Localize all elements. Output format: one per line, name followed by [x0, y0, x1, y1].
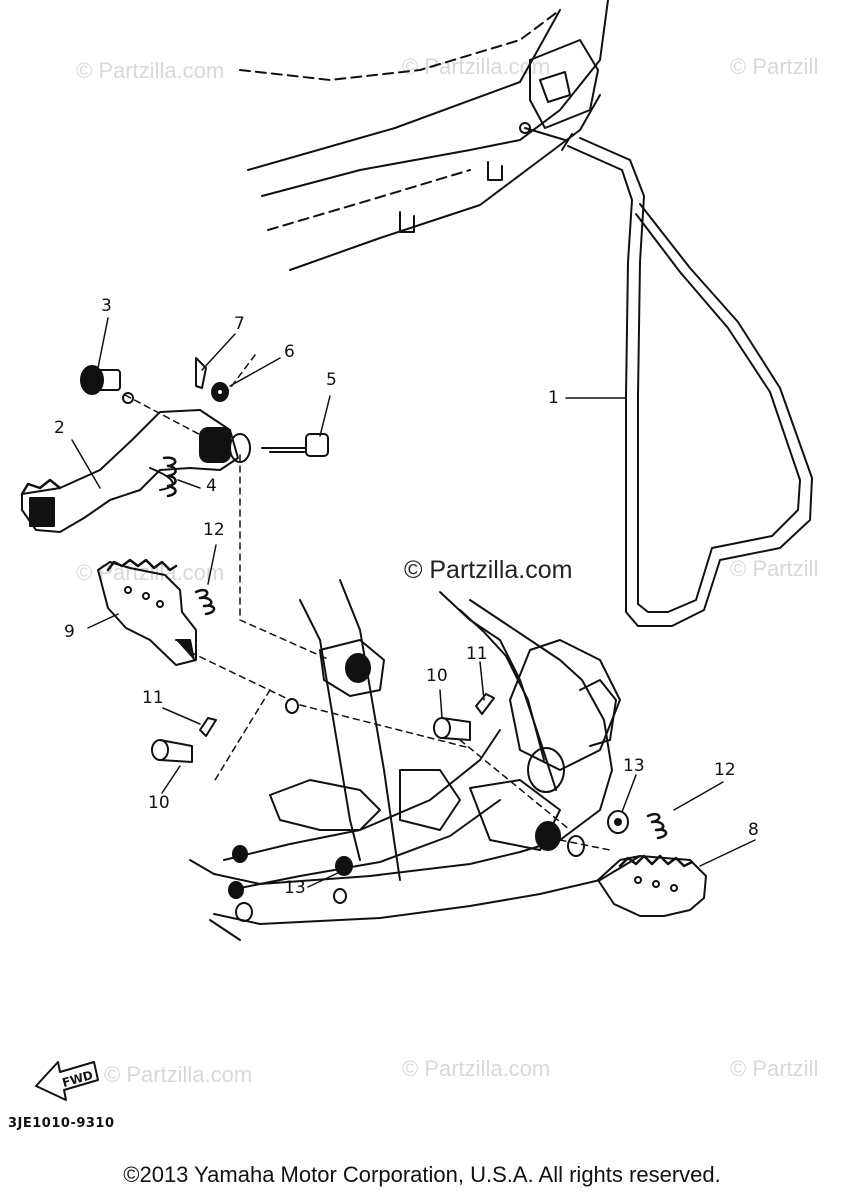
callout-1: 1	[548, 388, 559, 408]
footrest-8	[597, 854, 707, 917]
bolt-3	[80, 365, 134, 404]
callout-2: 2	[54, 418, 65, 438]
spring-12-left	[194, 588, 216, 616]
copyright-notice: ©2013 Yamaha Motor Corporation, U.S.A. A…	[123, 1162, 721, 1187]
stand	[524, 127, 813, 627]
cotter-pin-11-left	[199, 717, 217, 737]
callout-5: 5	[326, 370, 337, 390]
callout-12-left: 12	[203, 520, 225, 540]
cotter-pin-7	[195, 357, 207, 389]
swingarm-outline	[239, 0, 609, 271]
spring-4	[162, 456, 177, 498]
callout-4: 4	[206, 476, 217, 496]
pin-5	[261, 433, 329, 457]
callout-11-right: 11	[466, 644, 488, 664]
cotter-pin-11-right	[475, 693, 495, 715]
callout-3: 3	[101, 296, 112, 316]
fwd-arrow-icon	[35, 1061, 99, 1101]
callout-11-left: 11	[142, 688, 164, 708]
callout-10-right: 10	[426, 666, 448, 686]
callout-12-right: 12	[714, 760, 736, 780]
watermark-center: © Partzilla.com	[404, 556, 573, 584]
washer-13-right	[607, 810, 629, 834]
leader-lines	[71, 317, 756, 888]
pin-10-left	[151, 739, 193, 763]
callout-13-right: 13	[623, 756, 645, 776]
callout-7: 7	[234, 314, 245, 334]
callout-10-left: 10	[148, 793, 170, 813]
callout-8: 8	[748, 820, 759, 840]
callout-13-left: 13	[284, 878, 306, 898]
assembly-guides	[124, 354, 611, 851]
pin-10-right	[433, 717, 471, 741]
spring-12-right	[646, 812, 668, 840]
brake-pedal-2	[20, 409, 251, 533]
footrest-9	[97, 558, 197, 666]
callout-6: 6	[284, 342, 295, 362]
washer-6	[211, 382, 229, 402]
callout-9: 9	[64, 622, 75, 642]
diagram-code: 3JE1010-9310	[8, 1116, 115, 1131]
frame-lower	[189, 579, 641, 941]
